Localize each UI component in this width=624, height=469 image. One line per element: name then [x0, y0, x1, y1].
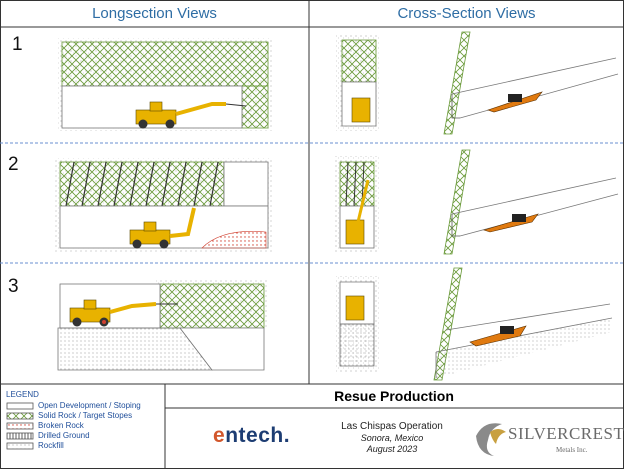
legend-title: LEGEND [6, 390, 39, 399]
silvercrest-logo-subtext: Metals Inc. [556, 446, 588, 454]
row1-longsection [58, 38, 272, 131]
row2-crosssection [334, 149, 619, 255]
page-title: Resue Production [334, 388, 454, 404]
legend-item-open-development: Open Development / Stoping [38, 401, 141, 410]
legend-item-solid-rock: Solid Rock / Target Stopes [38, 411, 133, 420]
silvercrest-logo-text: SILVERCREST [508, 424, 624, 443]
row3-crosssection [336, 267, 613, 381]
row1-crosssection [336, 31, 619, 135]
legend-item-broken-rock: Broken Rock [38, 421, 84, 430]
row-number-2: 2 [8, 154, 19, 175]
legend-swatches [6, 402, 34, 450]
silvercrest-logo-mark [476, 423, 506, 456]
drill-rig [69, 299, 178, 327]
row3-longsection [57, 280, 268, 371]
entech-logo: entech. [213, 424, 291, 447]
operation-date: August 2023 [366, 444, 418, 454]
operation-location: Sonora, Mexico [360, 433, 424, 443]
header-crosssection: Cross-Section Views [397, 5, 536, 22]
row-number-1: 1 [12, 34, 23, 55]
row2-longsection [54, 158, 272, 252]
legend-item-drilled-ground: Drilled Ground [38, 431, 90, 440]
drill-rig [135, 101, 247, 129]
legend-item-rockfill: Rockfill [38, 441, 64, 450]
row-number-3: 3 [8, 276, 19, 297]
drill-rig [129, 207, 196, 249]
operation-name: Las Chispas Operation [341, 421, 443, 432]
header-longsection: Longsection Views [92, 5, 217, 22]
